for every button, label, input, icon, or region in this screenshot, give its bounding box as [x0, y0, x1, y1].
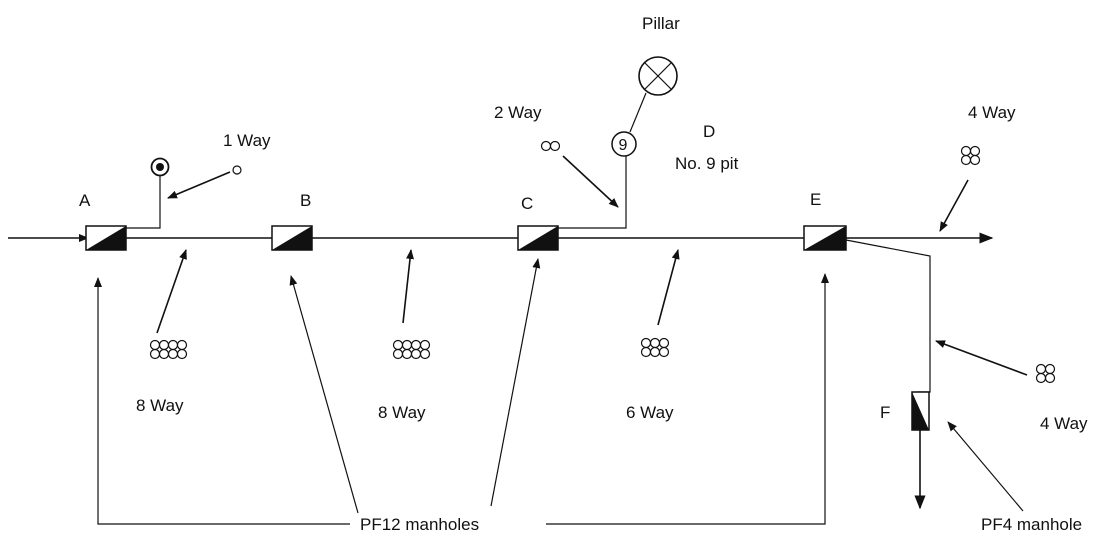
pillar-icon: [638, 56, 678, 96]
pillar-label: Pillar: [642, 14, 680, 33]
pit-9-icon: 9: [611, 131, 637, 157]
one-way-label: 1 Way: [223, 131, 271, 150]
one-way-duct-icon: [232, 165, 242, 175]
node-label-a: A: [79, 191, 91, 210]
four-way-branch-label: 4 Way: [1040, 414, 1088, 433]
pit-connection-line: [558, 156, 627, 229]
pf4-manhole-label: PF4 manhole: [981, 515, 1082, 534]
pit-label: No. 9 pit: [675, 154, 739, 173]
eight-way-bc-arrow: [402, 249, 414, 324]
eight-way-bc-label: 8 Way: [378, 403, 426, 422]
four-way-main-duct-icon: [960, 145, 981, 166]
four-way-branch-duct-icon: [1035, 363, 1056, 384]
manhole-b: [271, 225, 313, 251]
eight-way-ab-duct-icon: [149, 339, 188, 360]
four-way-main-label: 4 Way: [968, 103, 1016, 122]
branch-conduit-line: [845, 239, 931, 510]
eight-way-bc-duct-icon: [392, 339, 431, 360]
pf12-manholes-label: PF12 manholes: [360, 515, 479, 534]
two-way-arrow: [562, 155, 619, 208]
four-way-branch-arrow: [935, 340, 1028, 376]
six-way-duct-icon: [640, 337, 670, 358]
pf12-callout-arrows: [94, 258, 829, 525]
manhole-c: [517, 225, 559, 251]
pillar-feed-line: [629, 92, 647, 133]
node-label-b: B: [300, 191, 311, 210]
eight-way-ab-arrow: [156, 249, 187, 334]
manhole-f: [911, 391, 930, 431]
eight-way-ab-label: 8 Way: [136, 396, 184, 415]
one-way-arrow: [167, 171, 231, 199]
four-way-main-arrow: [939, 179, 969, 232]
node-label-e: E: [810, 190, 821, 209]
node-label-f: F: [880, 403, 890, 422]
pf4-callout-arrow: [947, 421, 1024, 512]
node-label-c: C: [521, 194, 533, 213]
two-way-duct-icon: [540, 140, 561, 152]
two-way-label: 2 Way: [494, 103, 542, 122]
pit-number: 9: [619, 137, 628, 154]
manhole-e: [803, 225, 847, 251]
six-way-arrow: [657, 249, 680, 326]
manhole-a: [85, 225, 127, 251]
node-label-d: D: [703, 122, 715, 141]
service-connection-a: [126, 157, 170, 229]
six-way-label: 6 Way: [626, 403, 674, 422]
